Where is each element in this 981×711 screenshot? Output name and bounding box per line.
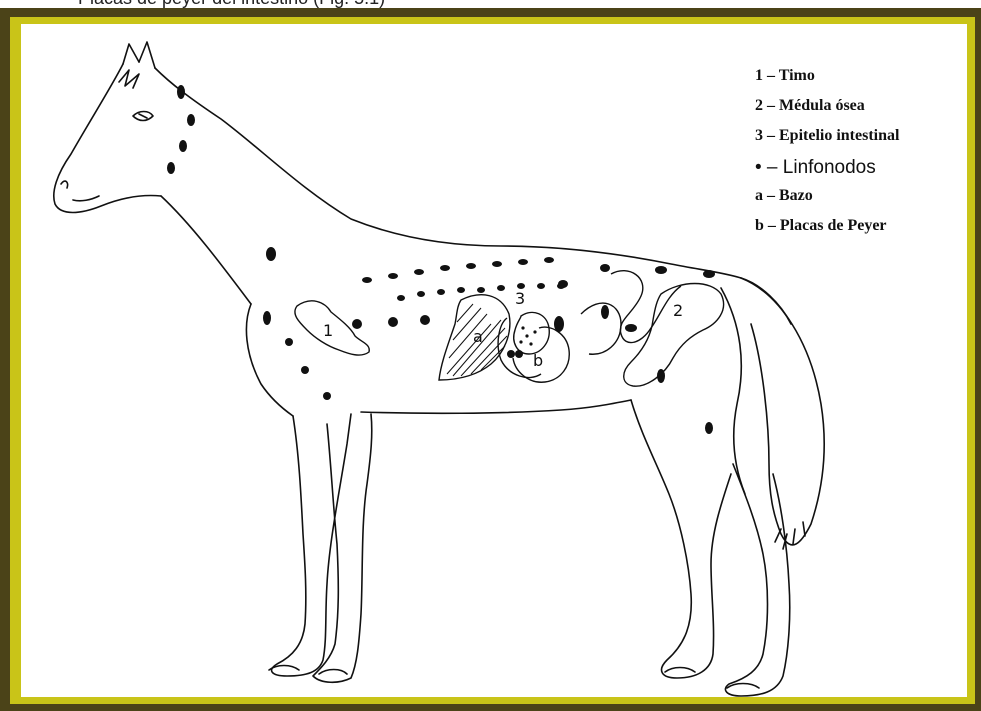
lymph-node [323, 392, 331, 400]
epitelio-dots [519, 326, 536, 345]
lymph-node [625, 324, 637, 332]
lymph-node [507, 350, 515, 358]
medula-organ [624, 284, 724, 387]
horse-head-outline [155, 68, 741, 278]
horse-thigh [721, 288, 745, 494]
horse-mouth [73, 196, 99, 201]
horse-front-leg [272, 414, 351, 676]
legend-item-peyer: b – Placas de Peyer [755, 217, 899, 247]
horse-face-outline [54, 64, 161, 213]
lymph-node [167, 162, 175, 174]
lymph-node [703, 270, 715, 278]
label-medula: 2 [673, 301, 683, 320]
label-bazo: a [473, 327, 483, 346]
legend-item-timo: 1 – Timo [755, 67, 899, 97]
legend-item-bazo: a – Bazo [755, 187, 899, 217]
lymph-node [515, 350, 523, 358]
lymph-node [301, 366, 309, 374]
linfonodos [167, 85, 715, 434]
epitelio-organ [514, 312, 549, 354]
lymph-node [705, 422, 713, 434]
lymph-node [187, 114, 195, 126]
lymph-node [554, 316, 564, 332]
legend-item-linfonodos: • – Linfonodos [755, 157, 899, 187]
horse-forelock [119, 70, 139, 88]
lymph-node [601, 305, 609, 319]
lymph-node [600, 264, 610, 272]
lymph-node [657, 369, 665, 383]
legend: 1 – Timo 2 – Médula ósea 3 – Epitelio in… [755, 67, 899, 247]
horse-belly [361, 400, 631, 413]
horse-hind-leg [631, 400, 731, 678]
horse-ear [123, 44, 139, 64]
lymph-node [655, 266, 667, 274]
lymph-node [177, 85, 185, 99]
label-timo: 1 [323, 321, 333, 340]
horse-rump [741, 278, 791, 324]
horse-tail [741, 278, 824, 545]
legend-item-epitelio: 3 – Epitelio intestinal [755, 127, 899, 157]
lymph-node [388, 317, 398, 327]
lymph-node [179, 140, 187, 152]
horse-hind-leg [725, 464, 789, 696]
horse-ear [139, 42, 155, 68]
figure-caption: Placas de peyer del intestino (Fig. 5.1) [78, 0, 385, 8]
label-epitelio: 3 [515, 289, 525, 308]
horse-lymphoid-diagram: 1 2 3 a b 1 – Timo 2 – Médula ósea 3 – E… [21, 24, 967, 697]
lymph-node [420, 315, 430, 325]
horse-front-leg [313, 414, 372, 682]
lymph-node [352, 319, 362, 329]
lymph-node [263, 311, 271, 325]
figure-caption-strip: Placas de peyer del intestino (Fig. 5.1) [0, 0, 981, 8]
horse-throat [161, 196, 251, 304]
label-peyer: b [533, 351, 543, 370]
lymph-node [285, 338, 293, 346]
lymph-node [266, 247, 276, 261]
horse-nostril [61, 181, 68, 188]
legend-item-medula: 2 – Médula ósea [755, 97, 899, 127]
